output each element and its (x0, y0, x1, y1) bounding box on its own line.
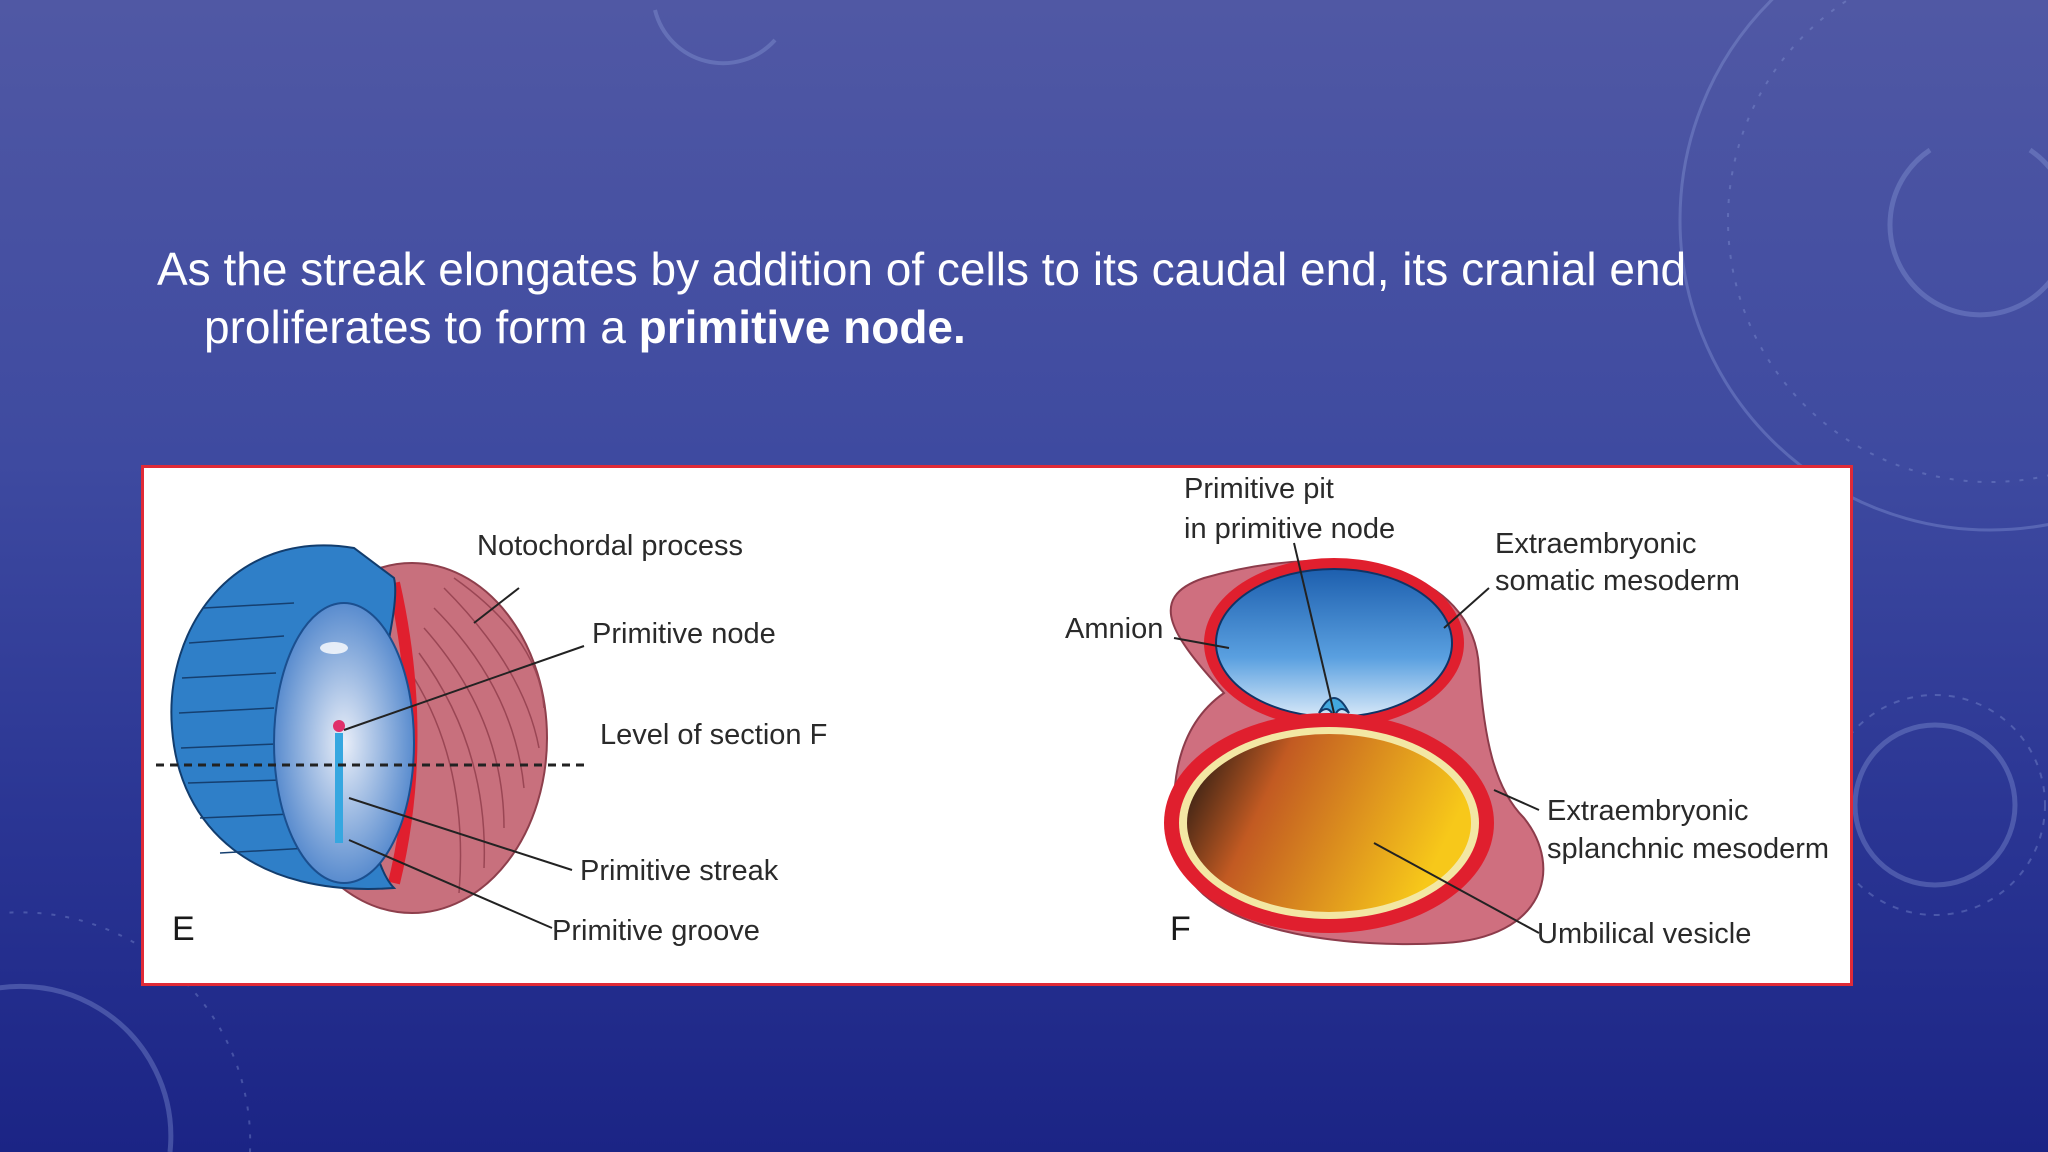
label-notochordal-process: Notochordal process (477, 530, 743, 562)
amniotic-cavity (1215, 568, 1453, 718)
deco-arc-top (653, 9, 777, 66)
label-amnion: Amnion (1065, 613, 1163, 645)
deco-arc-bottom-left (0, 983, 174, 1152)
panel-e-leaders (343, 587, 585, 929)
label-level-of-section-f: Level of section F (600, 719, 827, 751)
primitive-node-dot (333, 720, 345, 732)
slide-body-text: As the streak elongates by addition of c… (157, 240, 1857, 356)
label-extraembryonic-splanchnic-2: splanchnic mesoderm (1547, 833, 1829, 865)
panel-f-leaders (1173, 542, 1540, 934)
deco-ring-large (1678, 0, 2048, 532)
label-umbilical-vesicle: Umbilical vesicle (1537, 918, 1751, 950)
deco-ring-right-lower (1852, 722, 2018, 888)
panel-letter-f: F (1170, 910, 1191, 948)
panel-letter-e: E (172, 910, 195, 948)
embryo-figure-panel: Notochordal process Primitive node Level… (141, 465, 1853, 986)
label-primitive-groove: Primitive groove (552, 915, 760, 947)
label-in-primitive-node: in primitive node (1184, 513, 1395, 545)
panel-e-diagram: Notochordal process Primitive node Level… (156, 530, 827, 948)
embryonic-disc (273, 602, 415, 884)
label-primitive-streak: Primitive streak (580, 855, 779, 887)
panel-f-diagram: Primitive pit in primitive node Amnion E… (1065, 473, 1829, 950)
label-primitive-node: Primitive node (592, 618, 776, 650)
slide-text-line2: proliferates to form a primitive node. (157, 298, 1857, 356)
slide-text-line1: As the streak elongates by addition of c… (157, 243, 1687, 295)
amnion-stripes (178, 602, 310, 854)
label-primitive-pit: Primitive pit (1184, 473, 1334, 505)
label-extraembryonic-somatic-1: Extraembryonic (1495, 528, 1696, 560)
slide-text-bold-term: primitive node. (638, 301, 966, 353)
label-extraembryonic-splanchnic-1: Extraembryonic (1547, 795, 1748, 827)
slide-text-line2-prefix: proliferates to form a (204, 301, 639, 353)
deco-ring-right-lower-dashed (1824, 694, 2046, 916)
deco-arc-right (1887, 147, 2048, 318)
umbilical-vesicle (1187, 734, 1471, 912)
primitive-pit (1318, 697, 1350, 722)
label-extraembryonic-somatic-2: somatic mesoderm (1495, 565, 1740, 597)
